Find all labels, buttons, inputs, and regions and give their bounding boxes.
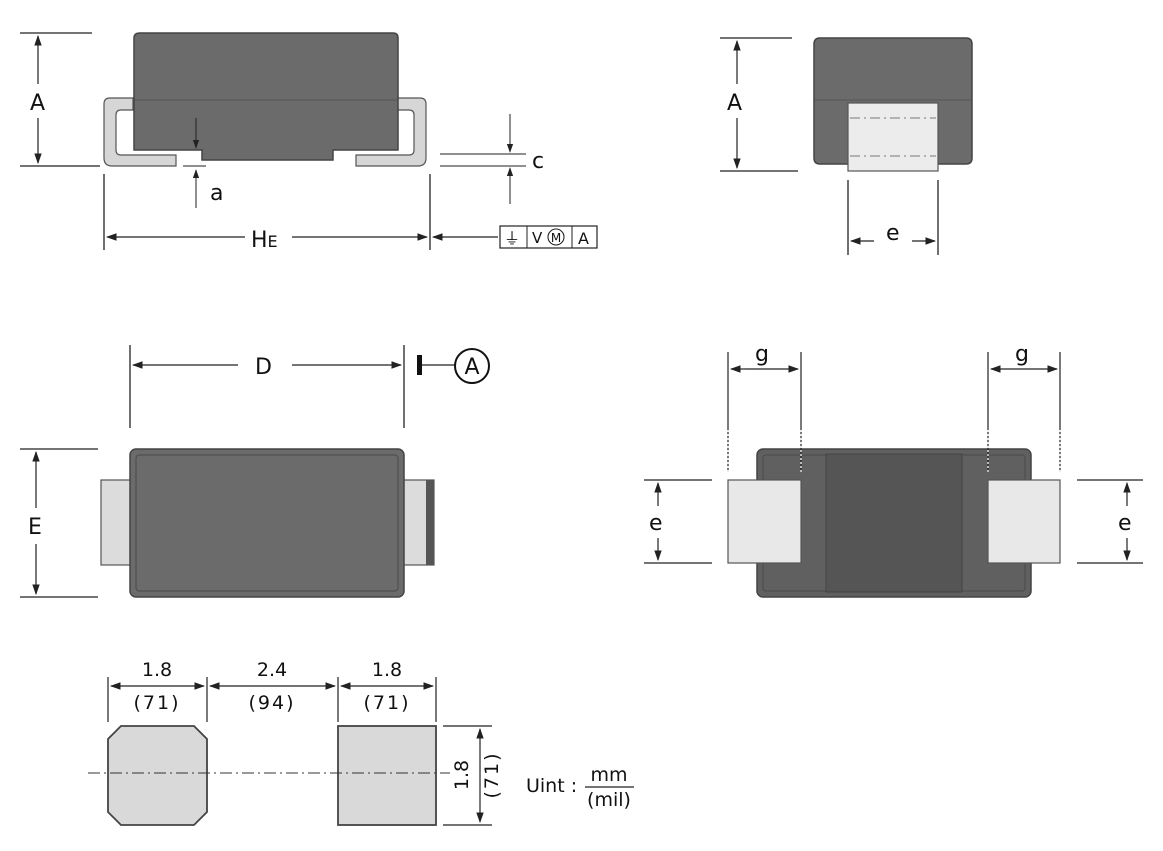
fcf-datum: A xyxy=(578,229,589,248)
dim-e-right-label: e xyxy=(1118,511,1132,536)
footprint-gap-mil: (94) xyxy=(248,692,295,714)
dim-c-label: c xyxy=(532,149,544,174)
side-body xyxy=(133,32,399,161)
datum-A-label: A xyxy=(464,355,479,380)
right-lead xyxy=(355,97,427,167)
end-lead xyxy=(847,102,939,172)
footprint-pad-left xyxy=(107,725,208,826)
side-view: A a c HE ⏚ V M A xyxy=(20,32,598,253)
fcf-symbol: ⏚ xyxy=(504,229,520,248)
bottom-left-pad xyxy=(727,479,802,564)
dim-A-side-label: A xyxy=(30,91,45,116)
unit-label: Uint : xyxy=(526,775,577,797)
left-lead xyxy=(103,97,177,167)
dim-e-left-label: e xyxy=(649,511,663,536)
dim-D-label: D xyxy=(255,355,272,380)
end-view: A e xyxy=(720,37,973,255)
fcf-modifier: M xyxy=(551,231,561,245)
footprint-gap-mm: 2.4 xyxy=(257,659,287,681)
footprint-pad1-mm: 1.8 xyxy=(142,659,172,681)
unit-denominator: (mil) xyxy=(587,789,631,811)
dim-A-end-label: A xyxy=(727,91,742,116)
top-body xyxy=(129,448,405,598)
dim-g-left-label: g xyxy=(755,342,769,367)
feature-control-frame: ⏚ V M A xyxy=(499,225,598,249)
datum-feature-A: A xyxy=(417,348,490,384)
bottom-right-pad xyxy=(987,479,1061,564)
dim-g-right-label: g xyxy=(1015,342,1029,367)
footprint-height-mm: 1.8 xyxy=(451,760,473,790)
footprint-height-mil: (71) xyxy=(481,751,503,798)
dim-a-label: a xyxy=(210,181,223,206)
dim-HE-label: HE xyxy=(251,228,278,253)
fcf-tolerance: V xyxy=(532,229,543,247)
unit-numerator: mm xyxy=(590,764,627,786)
dim-e-end-label: e xyxy=(886,221,900,246)
footprint-pad2-mil: (71) xyxy=(363,692,410,714)
footprint: 1.8 (71) 2.4 (94) 1.8 (71) 1.8 (71) Uint… xyxy=(88,659,634,826)
top-view: D A E xyxy=(20,345,490,598)
footprint-pad1-mil: (71) xyxy=(133,692,180,714)
footprint-pad2-mm: 1.8 xyxy=(372,659,402,681)
dim-E-label: E xyxy=(28,515,42,540)
bottom-view: g g e e xyxy=(644,342,1143,598)
top-left-lead xyxy=(100,479,133,566)
footprint-pad-right xyxy=(337,725,437,826)
